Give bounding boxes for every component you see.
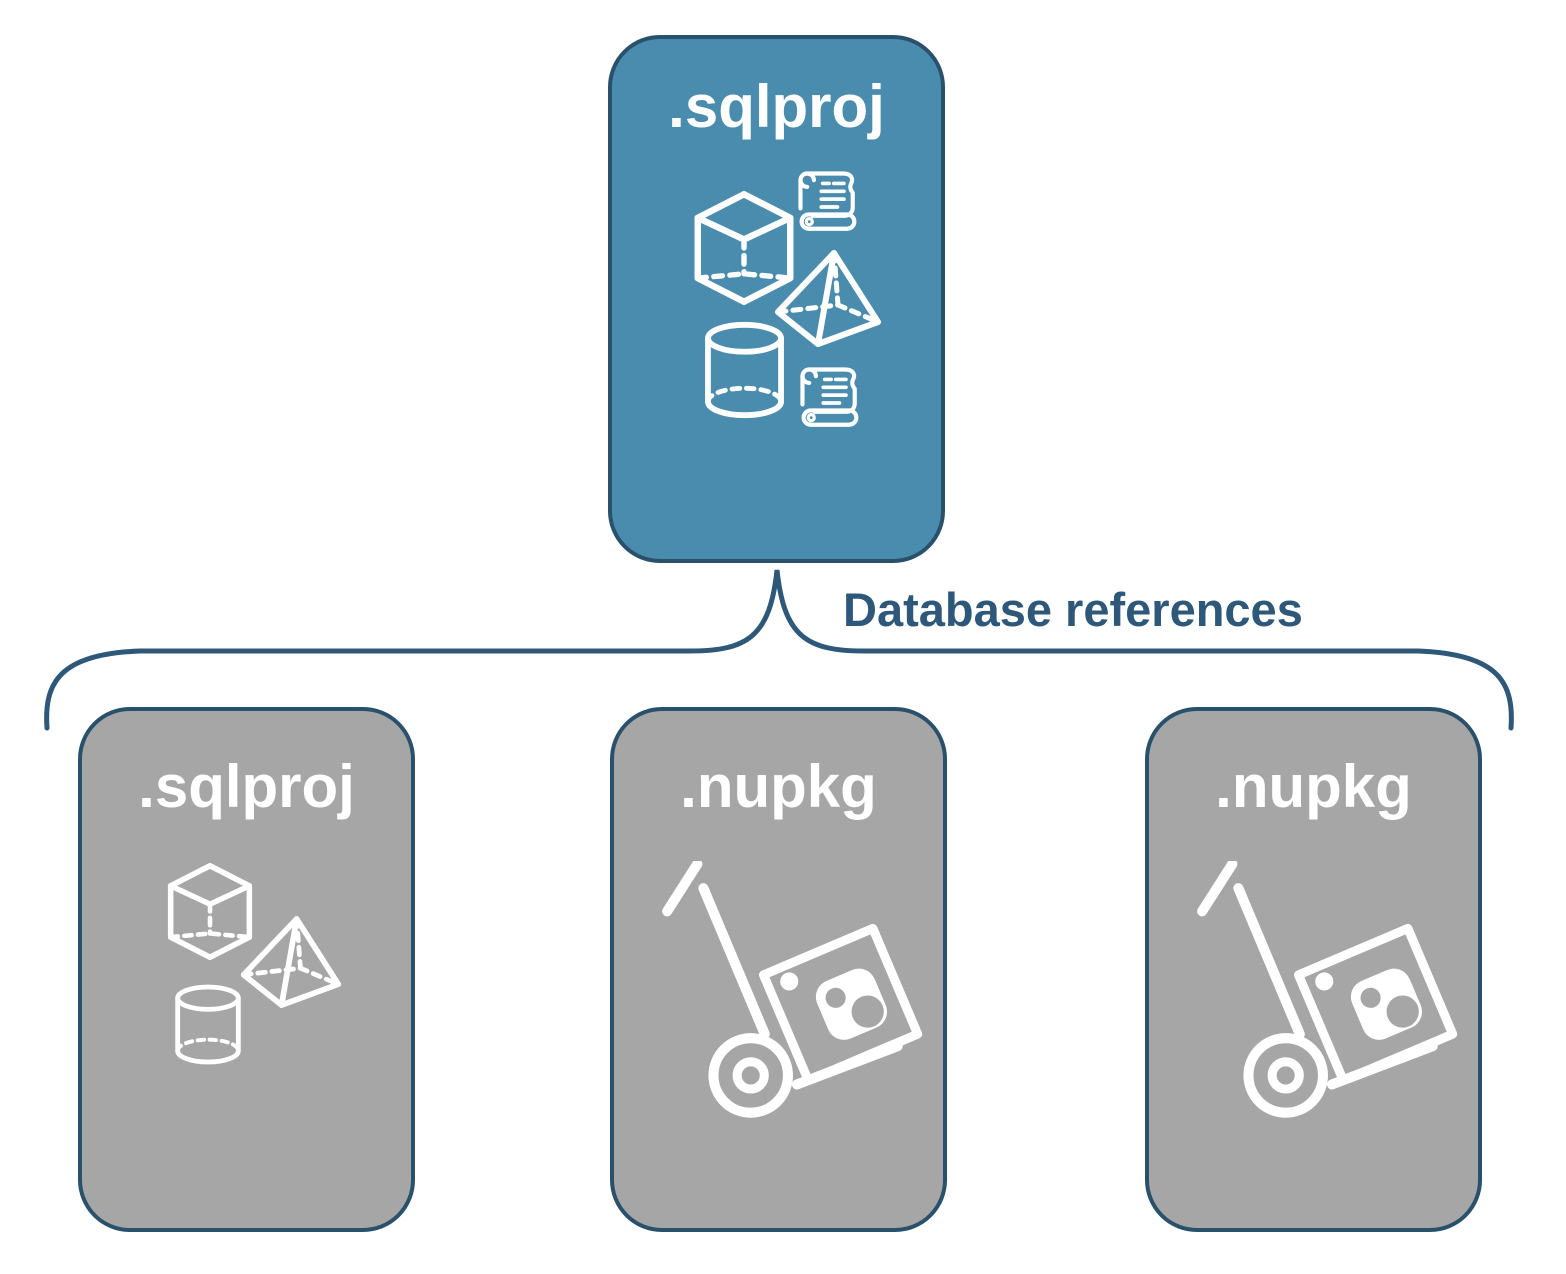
pyramid-icon: [775, 250, 881, 347]
brace-connector: [44, 569, 1514, 731]
connector-label: Database references: [843, 583, 1303, 636]
node-title: .nupkg: [680, 753, 877, 820]
cube-icon: [167, 863, 253, 960]
cube-icon: [694, 191, 794, 305]
hand-truck-nuget-package-icon: [1197, 861, 1458, 1118]
node-title: .sqlproj: [668, 73, 885, 140]
node-child-nupkg-2: .nupkg: [1145, 707, 1482, 1232]
scroll-icon: [800, 367, 859, 427]
cylinder-icon: [705, 321, 784, 419]
hand-truck-nuget-package-icon: [662, 861, 923, 1118]
pyramid-icon: [240, 916, 342, 1008]
cylinder-icon: [175, 984, 241, 1065]
node-root-sqlproj: .sqlproj: [608, 35, 945, 563]
node-child-sqlproj: .sqlproj: [78, 707, 415, 1232]
scroll-icon: [798, 171, 857, 231]
node-title: .sqlproj: [138, 753, 355, 820]
node-title: .nupkg: [1215, 753, 1412, 820]
node-child-nupkg-1: .nupkg: [610, 707, 947, 1232]
